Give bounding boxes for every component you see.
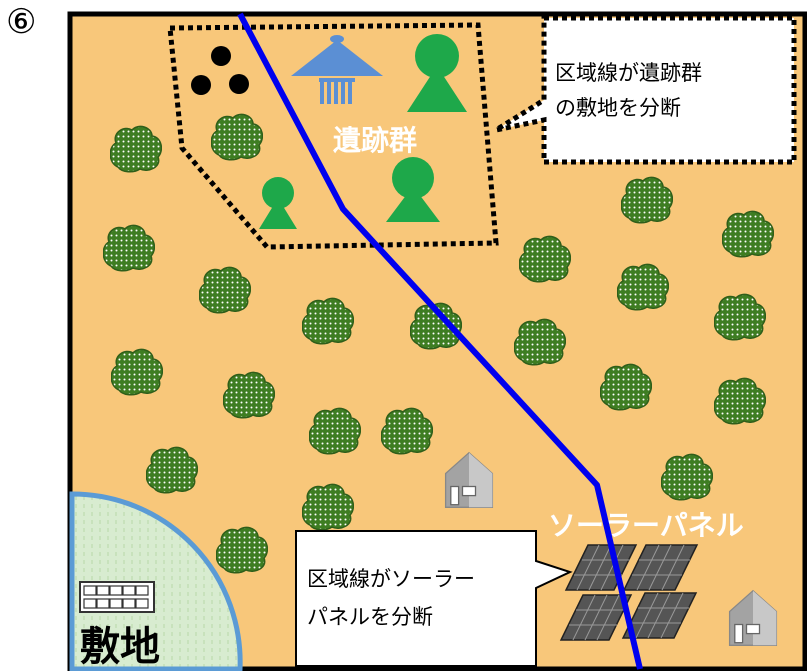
pit-dwelling-icon <box>291 35 383 104</box>
burial-mound-icon <box>386 157 440 222</box>
ruins-callout-line1: 区域線が遺跡群 <box>555 61 702 85</box>
building-icon <box>79 581 155 613</box>
burial-mound-icon <box>259 177 297 229</box>
solar-callout: 区域線がソーラー パネルを分断 <box>295 530 573 667</box>
panel-number: ⑥ <box>6 2 37 42</box>
black-circles <box>191 46 249 95</box>
ruins-callout: 区域線が遺跡群 の敷地を分断 <box>494 15 797 165</box>
boundary-line <box>237 12 643 670</box>
solar-callout-line2: パネルを分断 <box>307 605 433 629</box>
burial-mound-icon <box>407 34 467 112</box>
site-area <box>69 491 243 671</box>
solar-callout-line1: 区域線がソーラー <box>307 567 475 591</box>
ruins-callout-line2: の敷地を分断 <box>555 96 681 120</box>
ruins-boundary <box>167 22 499 250</box>
solar-label: ソーラーパネル <box>548 509 744 542</box>
ruins-label: 遺跡群 <box>333 124 417 157</box>
site-label: 敷地 <box>80 624 160 670</box>
